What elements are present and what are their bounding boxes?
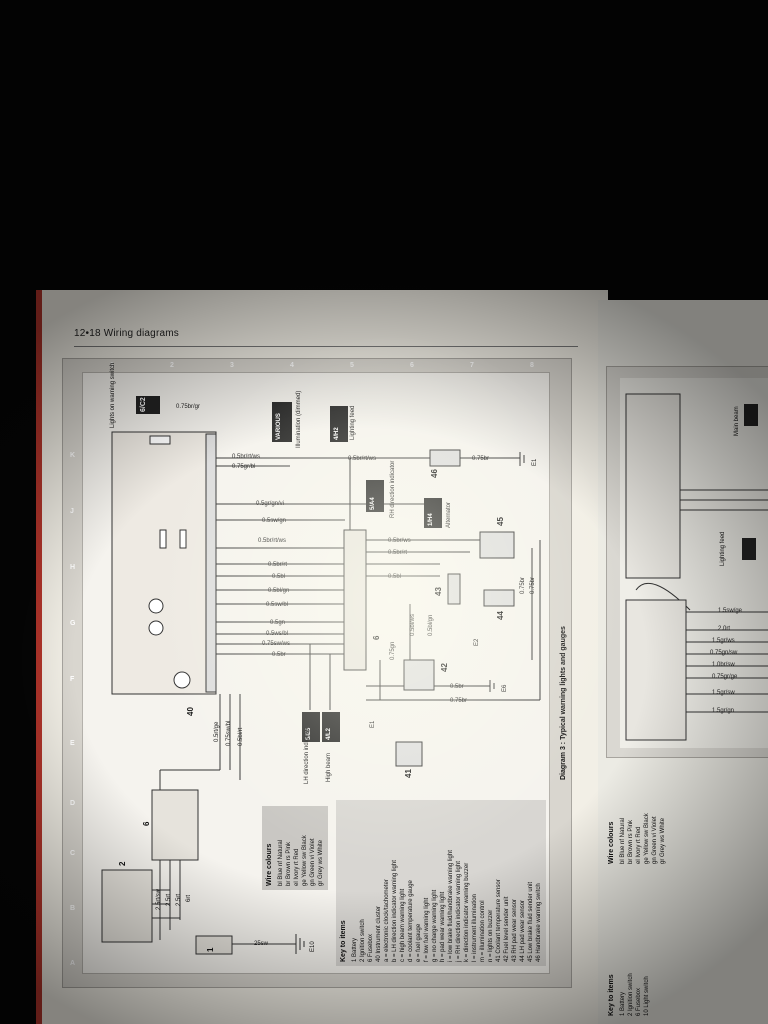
right-key-item: 1 Battery xyxy=(620,991,626,1016)
right-wire-label: 1.5gr/ws xyxy=(712,638,735,644)
right-wire-colours-title: Wire colours xyxy=(608,821,615,864)
right-wire-colours-row: ge Yellow sw Black xyxy=(644,813,650,864)
right-wire-label: 1.5sw/ge xyxy=(718,608,743,614)
right-label: Main beam xyxy=(734,406,740,436)
right-wire-label: 1.0br/sw xyxy=(712,662,735,668)
right-label: Lighting feed xyxy=(720,531,726,566)
right-key-item: 6 Fusebox xyxy=(636,987,642,1016)
right-key-title: Key to items xyxy=(608,974,615,1016)
right-wire-colours-row: bl Blue nf Natural xyxy=(620,817,626,864)
right-wire-label: 1.5gr/sw xyxy=(712,690,735,696)
right-key-panel: Wire colours bl Blue nf Natural br Brown… xyxy=(604,780,704,1020)
right-wire-colours-row: gr Grey ws White xyxy=(660,817,666,864)
right-wire-label: 2.0rt xyxy=(718,626,731,632)
right-wire-label: 0.75gr/ge xyxy=(712,674,738,680)
right-wire-label: 0.75gn/sw xyxy=(710,650,738,656)
right-key-item: 2 Ignition switch xyxy=(628,973,634,1016)
right-wire-colours-row: gn Green vi Violet xyxy=(652,816,658,864)
right-wire-colours-row: br Brown rs Pink xyxy=(628,819,634,864)
right-wire-label: 1.5gr/gn xyxy=(712,708,735,714)
right-wire-colours-row: el Ivory rt Red xyxy=(636,826,642,864)
right-key-item: 10 Light switch xyxy=(644,976,650,1016)
